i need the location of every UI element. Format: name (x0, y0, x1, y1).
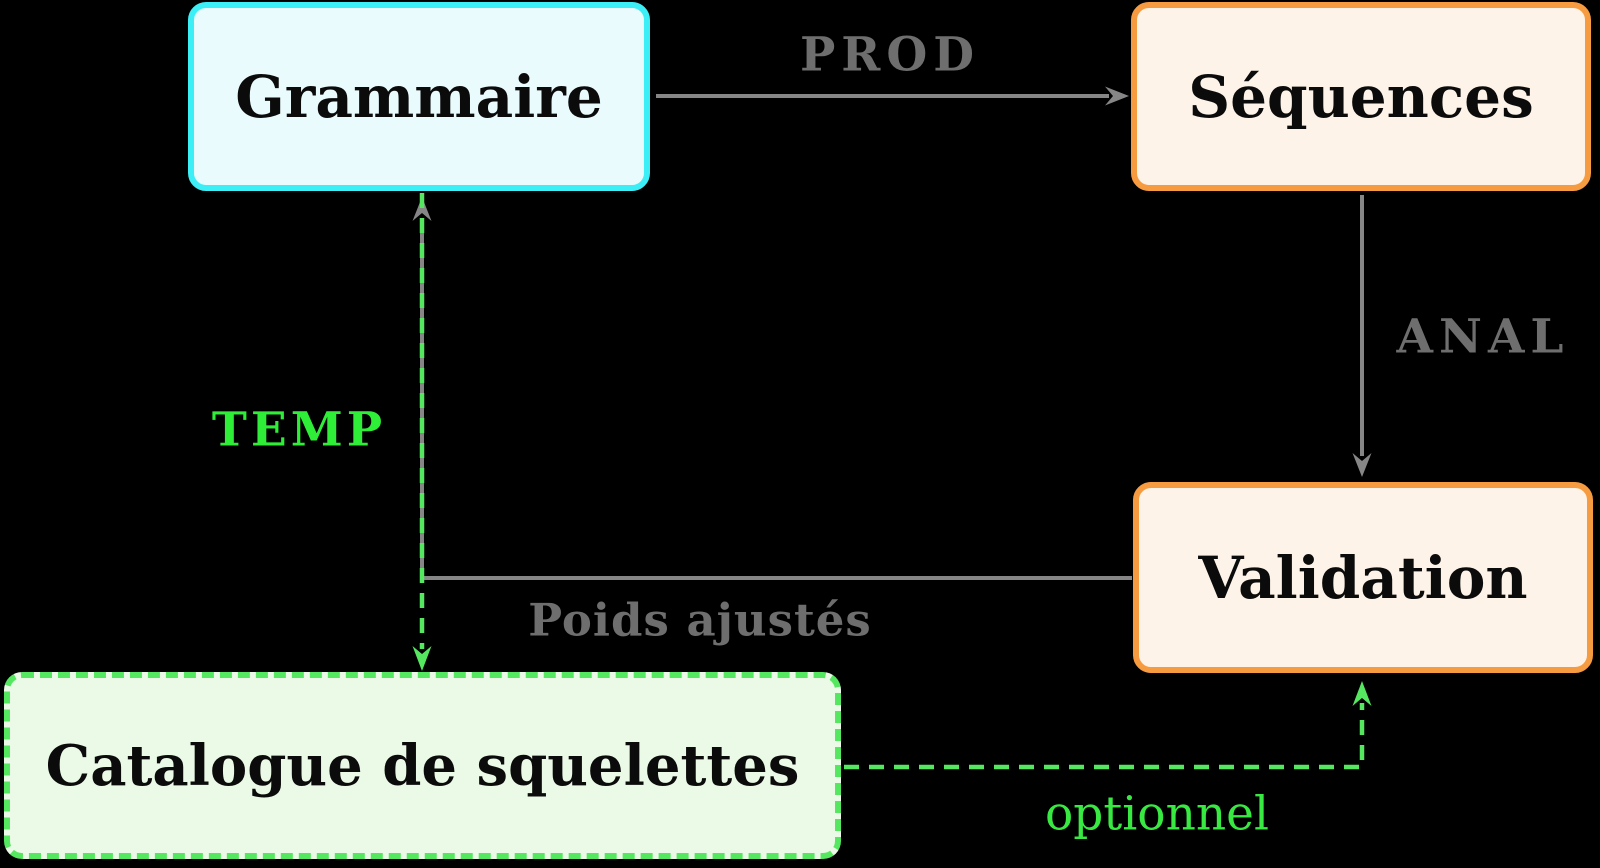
edge-label-poids-ajustes: Poids ajustés (528, 593, 872, 647)
temp-arrowhead (412, 646, 432, 671)
poids-arrowhead (412, 197, 432, 221)
edge-label-anal: ANAL (1396, 309, 1570, 365)
optionnel-line (844, 703, 1365, 770)
edge-label-optionnel: optionnel (1045, 786, 1269, 842)
node-catalogue-label: Catalogue de squelettes (45, 732, 800, 799)
node-validation: Validation (1133, 482, 1593, 673)
optionnel-arrowhead (1352, 681, 1372, 706)
anal-arrowhead (1352, 453, 1372, 477)
poids-line (420, 219, 1132, 580)
node-grammaire: Grammaire (188, 2, 650, 191)
edge-label-prod: PROD (799, 27, 981, 83)
node-grammaire-label: Grammaire (235, 62, 603, 131)
edge-anal (1352, 195, 1372, 477)
edge-label-temp: TEMP (211, 402, 387, 458)
prod-arrowhead (1105, 86, 1129, 106)
edge-optionnel (844, 681, 1372, 770)
edge-temp (412, 193, 432, 671)
edge-poids (412, 197, 1132, 580)
node-validation-label: Validation (1198, 543, 1528, 612)
edge-prod (656, 86, 1129, 106)
node-catalogue: Catalogue de squelettes (4, 672, 841, 859)
node-sequences-label: Séquences (1188, 62, 1534, 131)
node-sequences: Séquences (1131, 2, 1591, 191)
